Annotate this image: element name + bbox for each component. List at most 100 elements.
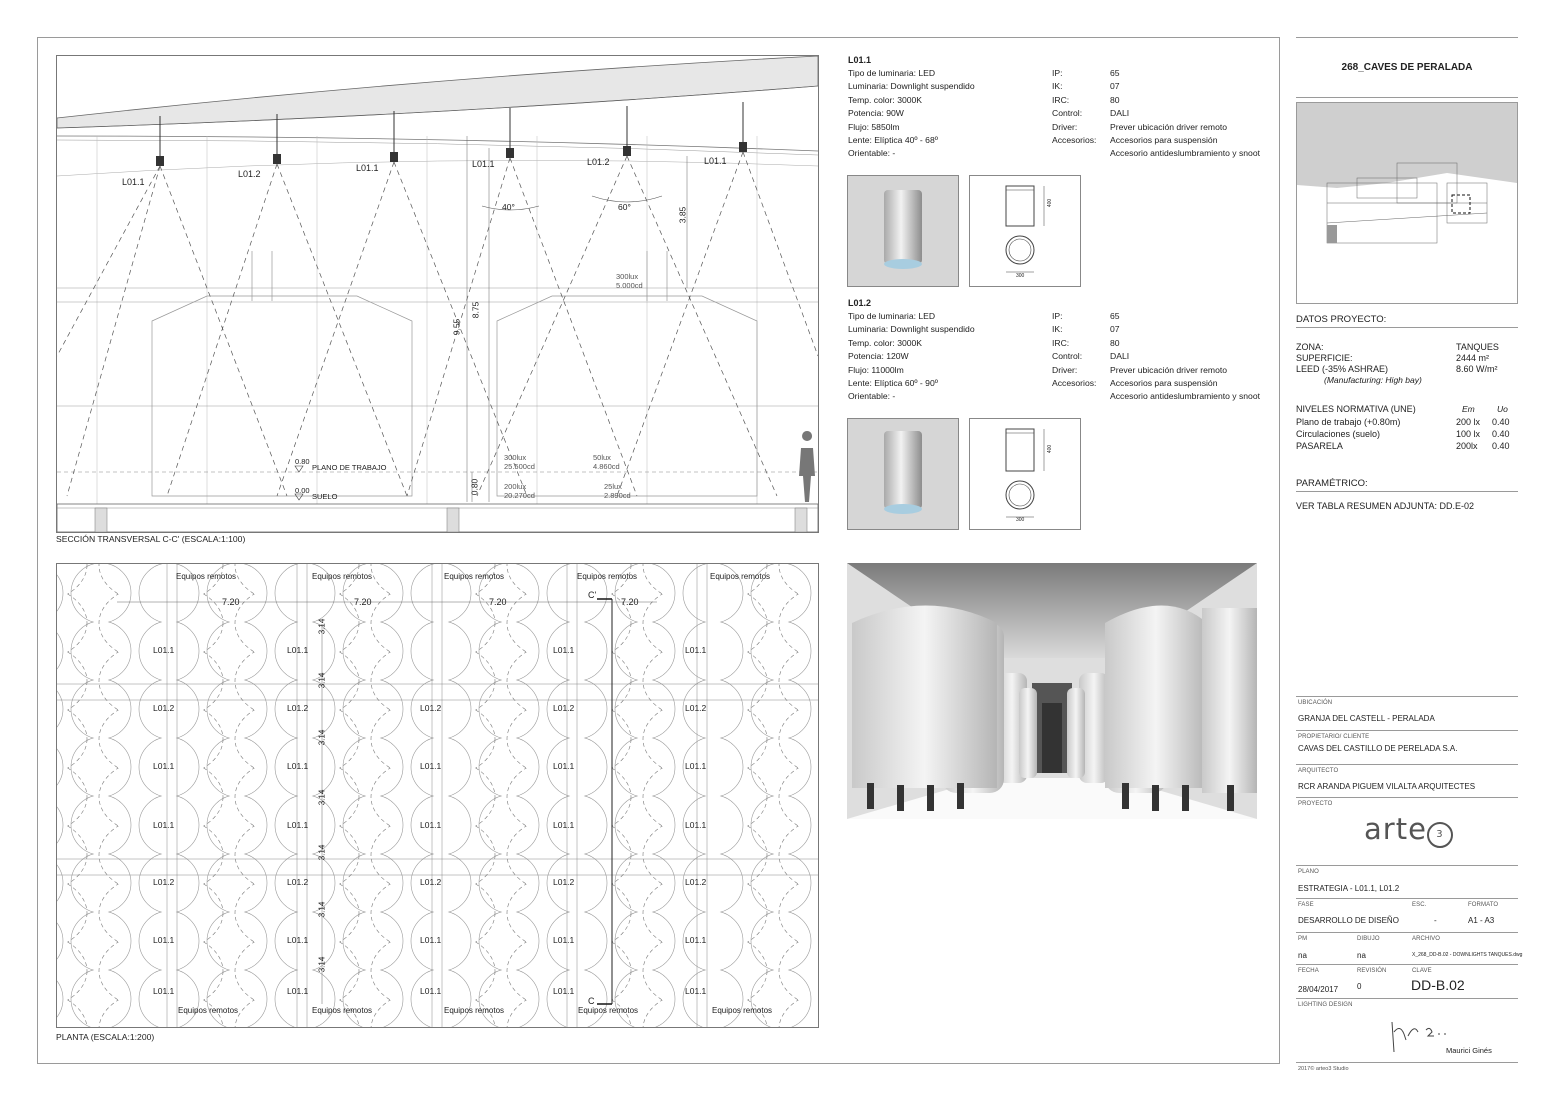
luminaire-2-drawing bbox=[969, 418, 1081, 530]
plan-drawing bbox=[56, 563, 819, 1028]
section-caption: SECCIÓN TRANSVERSAL C-C' (ESCALA:1:100) bbox=[56, 534, 246, 544]
spacing-label: 3.14 bbox=[317, 729, 327, 746]
zona-label: ZONA: bbox=[1296, 342, 1324, 352]
copyright: 2017© arteo3 Studio bbox=[1298, 1066, 1349, 1072]
plan-fixture-label: L01.1 bbox=[685, 645, 707, 655]
downlight-render bbox=[884, 190, 922, 269]
equipos-label: Equipos remotos bbox=[312, 572, 373, 581]
esc-label: ESC. bbox=[1412, 902, 1427, 908]
spacing-label: 3.14 bbox=[317, 789, 327, 806]
divider bbox=[1296, 797, 1518, 798]
plan-fixture-label: L01.1 bbox=[685, 986, 707, 996]
dim-width: 300 bbox=[1016, 517, 1025, 523]
nivel-name: PASARELA bbox=[1296, 441, 1343, 451]
downlight-render bbox=[884, 431, 922, 514]
ubicacion-label: UBICACIÓN bbox=[1298, 700, 1333, 706]
angle-label: 40° bbox=[502, 202, 515, 212]
plan-fixture-label: L01.1 bbox=[287, 986, 309, 996]
illuminance-label: 25lux bbox=[604, 482, 622, 491]
divider bbox=[1296, 932, 1518, 933]
spec-line: Luminaria: Downlight suspendido bbox=[848, 324, 975, 335]
nivel-em: 200lx bbox=[1456, 441, 1478, 451]
niveles-table: Plano de trabajo (+0.80m) Circulaciones … bbox=[1296, 416, 1400, 452]
esc-value: - bbox=[1434, 916, 1437, 925]
plan-fixture-label: L01.2 bbox=[553, 703, 575, 713]
formato-value: A1 - A3 bbox=[1468, 916, 1495, 925]
dibujo-label: DIBUJO bbox=[1357, 936, 1380, 942]
proyecto-label: PROYECTO bbox=[1298, 801, 1333, 807]
luminaire-2-photo bbox=[847, 418, 959, 530]
plan-fixture-label: L01.1 bbox=[287, 645, 309, 655]
spec-value: Prever ubicación driver remoto bbox=[1110, 364, 1228, 375]
superficie-value: 2444 m² bbox=[1456, 353, 1490, 363]
equipos-label: Equipos remotos bbox=[710, 572, 771, 581]
signature bbox=[1391, 1021, 1446, 1053]
dim-width: 300 bbox=[1016, 273, 1025, 279]
spec-value: Accesorio antideslumbramiento y snoot bbox=[1110, 391, 1260, 402]
section-fixture-label: L01.2 bbox=[587, 157, 610, 167]
plan-fixture-label: L01.1 bbox=[287, 820, 309, 830]
spec-value: 80 bbox=[1110, 94, 1120, 105]
archivo-label: ARCHIVO bbox=[1412, 936, 1441, 942]
dim-height: 400 bbox=[1047, 198, 1054, 208]
plan-fixture-label: L01.1 bbox=[420, 761, 442, 771]
illuminance-label: 5.000cd bbox=[616, 281, 643, 290]
spacing-label: 3.14 bbox=[317, 956, 327, 973]
plan-fixture-label: L01.2 bbox=[153, 703, 175, 713]
equipos-label: Equipos remotos bbox=[712, 1006, 773, 1015]
plan-fixture-label: L01.2 bbox=[420, 703, 442, 713]
plan-fixture-label: L01.1 bbox=[153, 761, 175, 771]
downlight-elevation bbox=[1005, 428, 1045, 518]
divider bbox=[1296, 898, 1518, 899]
nivel-name: Circulaciones (suelo) bbox=[1296, 429, 1381, 439]
spec-value: DALI bbox=[1110, 351, 1130, 362]
dimension-label: 8.75 bbox=[470, 301, 481, 319]
revision-value: 0 bbox=[1357, 982, 1362, 991]
luminaire-2-specs: Tipo de luminaria: LED Luminaria: Downli… bbox=[848, 310, 975, 404]
spacing-label: 7.20 bbox=[222, 597, 240, 607]
ubicacion-value: GRANJA DEL CASTELL - PERALADA bbox=[1298, 714, 1435, 723]
arquitecto-value: RCR ARANDA PIGUEM VILALTA ARQUITECTES bbox=[1298, 782, 1476, 791]
spec-value: 07 bbox=[1110, 324, 1120, 335]
downlight-elevation bbox=[1005, 185, 1045, 273]
fase-label: FASE bbox=[1298, 902, 1314, 908]
section-fixture-label: L01.1 bbox=[704, 156, 727, 166]
datos-heading: DATOS PROYECTO: bbox=[1296, 314, 1387, 325]
em-header: Em bbox=[1462, 404, 1475, 414]
spec-line: Luminaria: Downlight suspendido bbox=[848, 81, 975, 92]
illuminance-label: 25.500cd bbox=[504, 462, 535, 471]
spec-key: Accesorios: bbox=[1052, 135, 1097, 146]
plan-fixture-label: L01.1 bbox=[287, 935, 309, 945]
nivel-em: 200 lx bbox=[1456, 417, 1481, 427]
spec-line: Lente: Elíptica 60º - 90º bbox=[848, 378, 938, 389]
spec-line: Lente: Elíptica 40º - 68º bbox=[848, 135, 938, 146]
level-floor-label: SUELO bbox=[312, 492, 338, 501]
spec-value: 65 bbox=[1110, 68, 1120, 78]
divider bbox=[1296, 696, 1518, 697]
propietario-label: PROPIETARIO/ CLIENTE bbox=[1298, 734, 1370, 740]
level-work-value: 0.80 bbox=[295, 457, 310, 466]
spec-key: Control: bbox=[1052, 351, 1083, 362]
arquitecto-label: ARQUITECTO bbox=[1298, 768, 1339, 774]
illuminance-label: 300lux bbox=[504, 453, 527, 462]
spec-key: Driver: bbox=[1052, 121, 1078, 132]
plan-fixture-label: L01.2 bbox=[685, 703, 707, 713]
equipos-label: Equipos remotos bbox=[178, 1006, 239, 1015]
fecha-label: FECHA bbox=[1298, 968, 1319, 974]
divider bbox=[1296, 327, 1518, 328]
plan-fixture-label: L01.1 bbox=[553, 935, 575, 945]
spec-line: Tipo de luminaria: LED bbox=[848, 68, 936, 78]
leed-label: LEED (-35% ASHRAE) bbox=[1296, 364, 1389, 374]
plano-value: ESTRATEGIA - L01.1, L01.2 bbox=[1298, 884, 1400, 893]
equipos-label: Equipos remotos bbox=[578, 1006, 639, 1015]
logo-text: arte bbox=[1364, 812, 1427, 846]
spacing-label: 3.14 bbox=[317, 618, 327, 635]
niveles-heading: NIVELES NORMATIVA (UNE) bbox=[1296, 404, 1416, 414]
niveles-uo: 0.40 0.40 0.40 bbox=[1492, 416, 1510, 452]
plan-fixture-label: L01.1 bbox=[287, 761, 309, 771]
project-title: 268_CAVES DE PERALADA bbox=[1341, 62, 1473, 73]
plan-fixture-label: L01.2 bbox=[685, 877, 707, 887]
fase-value: DESARROLLO DE DISEÑO bbox=[1298, 916, 1399, 925]
pm-value: na bbox=[1298, 951, 1307, 960]
